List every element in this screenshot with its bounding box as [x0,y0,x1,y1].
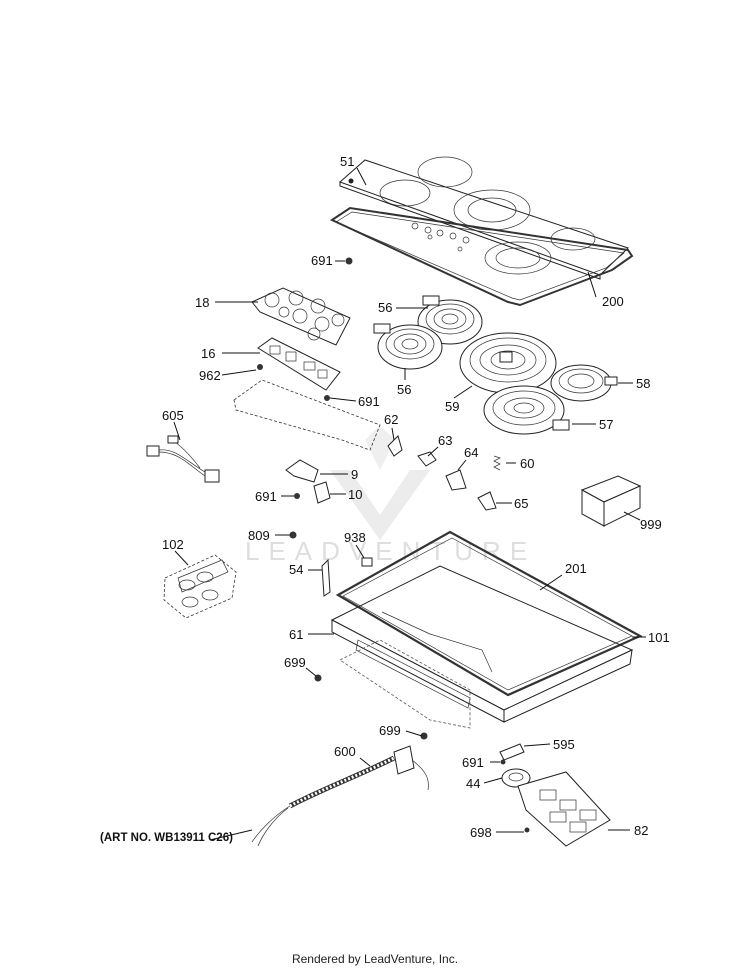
part-element-59 [459,332,557,394]
callout-18: 18 [195,295,209,310]
leadventure-watermark: LEADVENTURE [245,425,536,566]
callout-698: 698 [470,825,492,840]
part-bracket-9 [285,459,319,483]
callout-61: 61 [289,627,303,642]
callout-691: 691 [311,253,333,268]
leader-lines [173,167,646,841]
callout-691: 691 [255,489,277,504]
part-bottom-panel [339,639,471,729]
callout-59: 59 [445,399,459,414]
part-control-board-82 [517,771,611,847]
watermark-text: LEADVENTURE [245,536,536,566]
part-chassis-201 [335,530,643,697]
callout-699: 699 [284,655,306,670]
callout-62: 62 [384,412,398,427]
callout-51: 51 [340,154,354,169]
part-bracket-10 [313,481,331,504]
part-clamp-595 [499,743,525,761]
part-control-board-18 [251,287,351,346]
part-power-cord-600 [251,745,429,847]
part-bracket-54 [321,558,331,597]
art-number-note: (ART NO. WB13911 C26) [100,832,233,844]
part-glass-top [339,156,629,280]
part-clip-938 [361,557,373,567]
callout-82: 82 [634,823,648,838]
callout-691: 691 [358,394,380,409]
callout-57: 57 [599,417,613,432]
callout-200: 200 [602,294,624,309]
callout-labels: 51 691 200 18 56 16 962 56 691 59 58 57 … [162,154,670,840]
part-element-57 [483,385,570,435]
callout-962: 962 [199,368,221,383]
callout-16: 16 [201,346,215,361]
callout-54: 54 [289,562,303,577]
callout-102: 102 [162,537,184,552]
rendered-by-footer: Rendered by LeadVenture, Inc. [291,952,459,966]
part-element-56-lower [373,323,443,370]
part-element-58 [550,364,618,402]
part-clip-65 [477,491,497,511]
callout-595: 595 [553,737,575,752]
callout-605: 605 [162,408,184,423]
part-clip-62 [387,435,403,457]
callout-44: 44 [466,776,480,791]
callout-101: 101 [648,630,670,645]
callout-600: 600 [334,744,356,759]
callout-809: 809 [248,528,270,543]
screws [257,257,530,833]
callout-56: 56 [378,300,392,315]
callout-60: 60 [520,456,534,471]
callout-65: 65 [514,496,528,511]
callout-201: 201 [565,561,587,576]
part-relay-board-16 [257,337,341,391]
callout-691: 691 [462,755,484,770]
part-gasket-seal [329,206,634,307]
callout-699: 699 [379,723,401,738]
part-support-tray [233,379,381,451]
callout-10: 10 [348,487,362,502]
callout-64: 64 [464,445,478,460]
part-grommet-44 [501,768,531,788]
part-clip-63 [417,451,437,467]
part-chassis-box-61 [330,565,634,723]
part-spring-60 [493,455,501,471]
part-clip-64 [445,469,467,491]
part-wire-harness-605 [146,435,220,483]
callout-999: 999 [640,517,662,532]
callout-56: 56 [397,382,411,397]
part-box-999 [580,475,642,527]
callout-938: 938 [344,530,366,545]
callout-63: 63 [438,433,452,448]
callout-58: 58 [636,376,650,391]
callout-9: 9 [351,467,358,482]
part-terminal-block-102 [163,554,237,619]
